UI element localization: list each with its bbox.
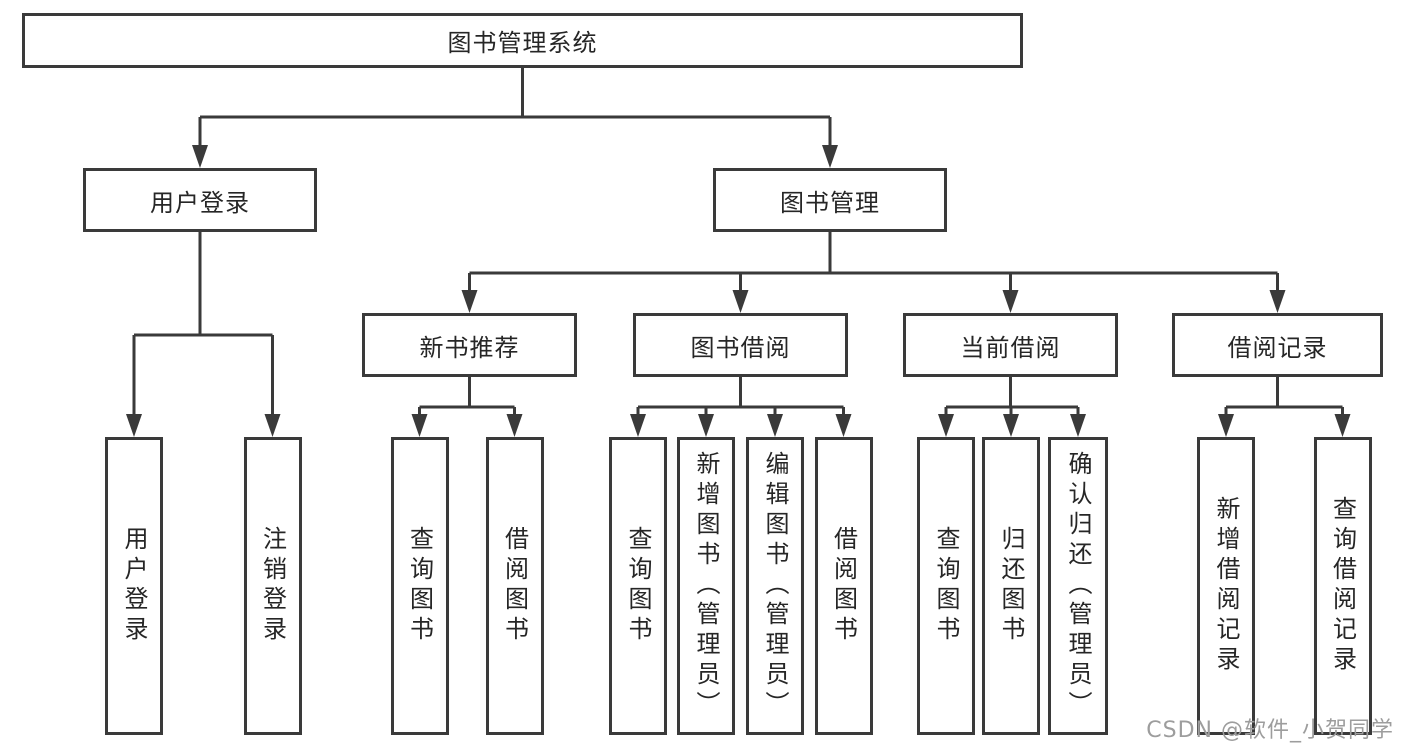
- node-label: 归还图书: [997, 526, 1025, 646]
- node-label: 新书推荐: [419, 333, 520, 362]
- node-label: 借阅图书: [500, 526, 529, 646]
- node-label: 图书管理: [780, 188, 880, 217]
- leaf-search-books: 查询图书: [390, 437, 449, 735]
- node-label: 当前借阅: [960, 333, 1061, 362]
- leaf-logout: 注销登录: [243, 437, 302, 735]
- leaf-borrow-books-2: 借阅图书: [814, 437, 873, 735]
- node-label: 图书借阅: [690, 333, 791, 362]
- node-label: 查询图书: [624, 526, 652, 646]
- node-label: 借阅记录: [1227, 333, 1328, 362]
- node-borrowing-records: 借阅记录: [1172, 313, 1383, 377]
- leaf-search-books-2: 查询图书: [609, 437, 667, 735]
- node-user-login: 用户登录: [83, 168, 317, 232]
- node-label: 用户登录: [120, 526, 148, 646]
- leaf-search-borrow-record: 查询借阅记录: [1313, 437, 1372, 735]
- leaf-add-borrow-record: 新增借阅记录: [1197, 437, 1255, 735]
- leaf-return-books: 归还图书: [982, 437, 1040, 735]
- node-label: 用户登录: [150, 188, 250, 217]
- node-book-borrowing: 图书借阅: [633, 313, 848, 377]
- node-label: 注销登录: [258, 526, 287, 646]
- node-label: 图书管理系统: [447, 29, 598, 57]
- leaf-user-login: 用户登录: [105, 437, 163, 735]
- leaf-add-books-admin: 新增图书（管理员）: [677, 437, 735, 735]
- watermark: CSDN @软件_小贺同学: [1146, 718, 1394, 743]
- node-label: 查询图书: [405, 526, 434, 646]
- node-library-management-system: 图书管理系统: [22, 13, 1023, 68]
- node-label: 查询借阅记录: [1328, 496, 1357, 676]
- node-label: 查询图书: [932, 526, 960, 646]
- node-label: 新增借阅记录: [1212, 496, 1240, 676]
- leaf-edit-books-admin: 编辑图书（管理员）: [746, 437, 804, 735]
- leaf-borrow-books: 借阅图书: [485, 437, 544, 735]
- node-book-management: 图书管理: [713, 168, 947, 232]
- node-label: 编辑图书（管理员）: [761, 451, 789, 721]
- node-new-book-recommendation: 新书推荐: [362, 313, 577, 377]
- node-current-borrowing: 当前借阅: [903, 313, 1118, 377]
- node-label: 新增图书（管理员）: [692, 451, 720, 721]
- node-label: 借阅图书: [829, 526, 858, 646]
- leaf-confirm-return-admin: 确认归还（管理员）: [1048, 437, 1108, 735]
- node-label: 确认归还（管理员）: [1064, 451, 1092, 721]
- leaf-search-books-3: 查询图书: [917, 437, 975, 735]
